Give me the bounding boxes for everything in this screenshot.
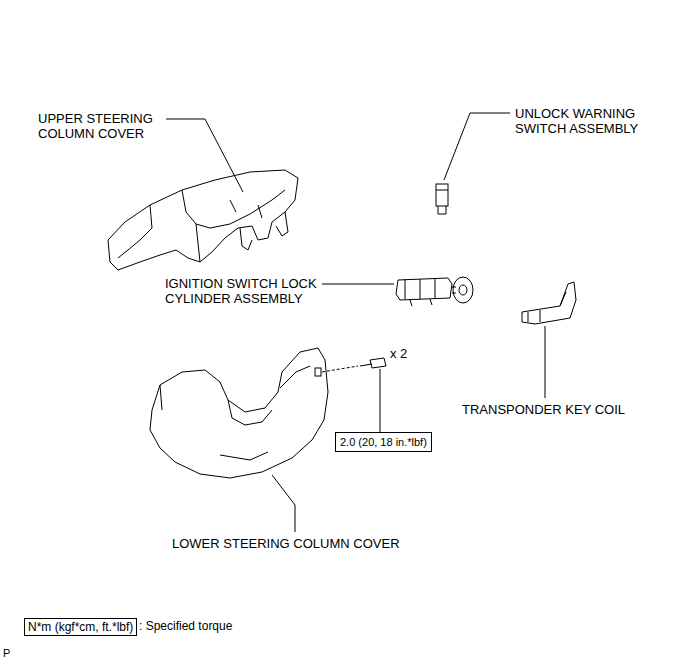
legend-note: : Specified torque xyxy=(139,619,232,634)
page-mark: P xyxy=(3,646,10,660)
part-name: UNLOCK WARNING SWITCH ASSEMBLY xyxy=(515,106,655,136)
part-name: TRANSPONDER KEY COIL xyxy=(462,402,625,417)
torque-text: N*m (kgf*cm, ft.*lbf) xyxy=(28,620,133,634)
quantity-label: x 2 xyxy=(390,346,407,361)
torque-text: 2.0 (20, 18 in.*lbf) xyxy=(340,436,427,448)
part-name: UPPER STEERING COLUMN COVER xyxy=(38,111,178,141)
part-name: IGNITION SWITCH LOCK CYLINDER ASSEMBLY xyxy=(165,276,335,306)
torque-box: 2.0 (20, 18 in.*lbf) xyxy=(335,432,432,452)
torque-unit-box: N*m (kgf*cm, ft.*lbf) xyxy=(24,618,137,636)
part-name: LOWER STEERING COLUMN COVER xyxy=(172,536,400,551)
